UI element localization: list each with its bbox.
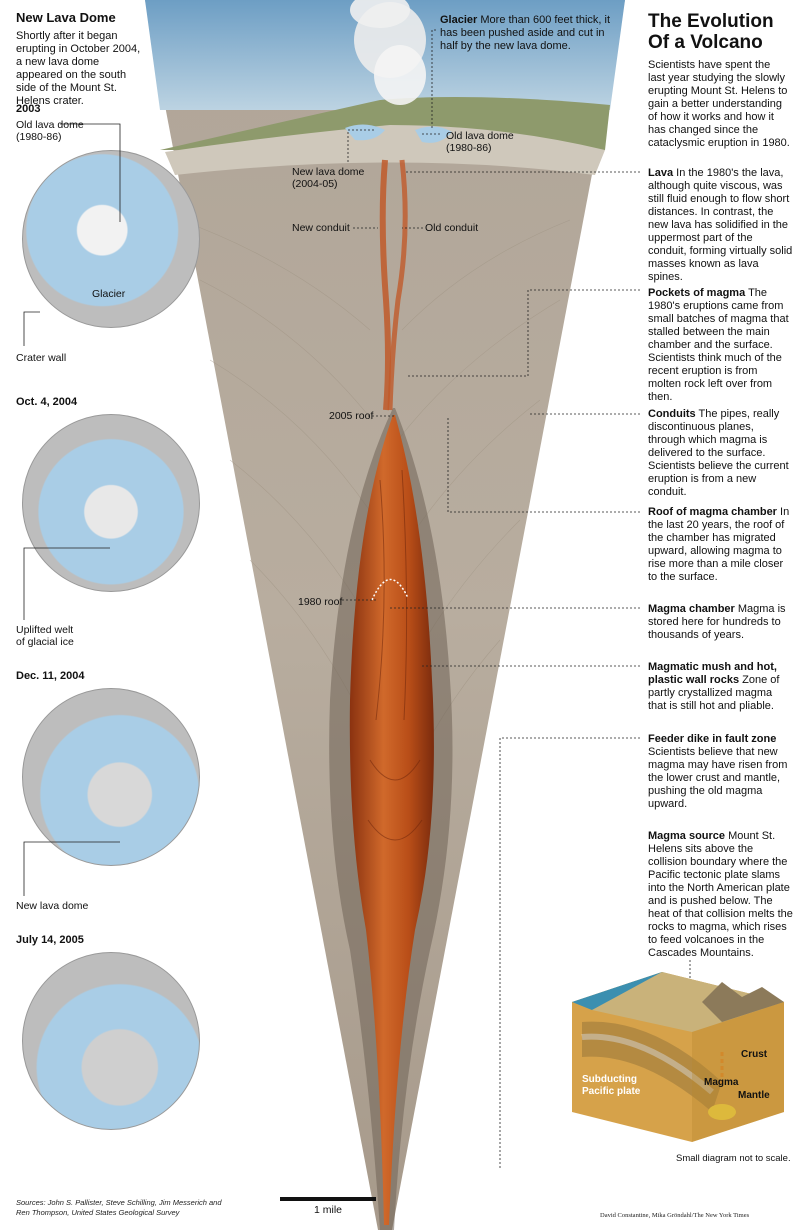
- left-leaders: [23, 123, 121, 896]
- note-pockets-head: Pockets of magma: [648, 287, 746, 299]
- inset-label-crust: Crust: [741, 1049, 768, 1060]
- label-uplifted-welt: Uplifted welt: [16, 624, 74, 636]
- center-old-conduit: Old conduit: [425, 222, 479, 234]
- note-source-head: Magma source: [648, 830, 726, 842]
- label-crater-wall: Crater wall: [16, 352, 67, 364]
- label-old-lava-dome-years: (1980-86): [16, 131, 62, 143]
- label-glacier: Glacier: [92, 288, 126, 300]
- note-roof: Roof of magma chamber In the last 20 yea…: [648, 506, 793, 584]
- center-new-conduit: New conduit: [292, 222, 350, 234]
- note-pockets-text: The 1980's eruptions came from small bat…: [648, 287, 789, 403]
- panel-date-jul-2005: July 14, 2005: [16, 934, 84, 946]
- label-new-lava-dome: New lava dome: [16, 900, 89, 912]
- inset-label-magma: Magma: [704, 1077, 739, 1088]
- inset-note: Small diagram not to scale.: [676, 1153, 791, 1164]
- note-mush-head: Magmatic mush and hot, plastic wall rock…: [648, 661, 777, 686]
- center-old-dome: Old lava dome: [446, 130, 514, 142]
- main-intro: Scientists have spent the last year stud…: [648, 59, 790, 149]
- sources-text: Sources: John S. Pallister, Steve Schill…: [16, 1198, 222, 1217]
- glacier-note: Glacier More than 600 feet thick, it has…: [440, 14, 610, 53]
- inset-label-plate-1: Subducting: [582, 1074, 637, 1085]
- crater-map-oct-2004: [22, 414, 200, 592]
- center-roof-1980: 1980 roof: [298, 596, 343, 608]
- inset-label-plate-2: Pacific plate: [582, 1086, 641, 1097]
- note-lava-head: Lava: [648, 167, 674, 179]
- lava-dome-heading: New Lava Dome: [16, 10, 116, 25]
- note-feeder-head: Feeder dike in fault zone: [648, 733, 777, 745]
- note-chamber-head: Magma chamber: [648, 603, 735, 615]
- note-source-text: Mount St. Helens sits above the collisio…: [648, 830, 793, 959]
- lava-dome-intro: Shortly after it began erupting in Octob…: [16, 30, 141, 107]
- center-old-dome-years: (1980-86): [446, 142, 492, 154]
- panel-date-2003: 2003: [16, 103, 41, 115]
- note-chamber-text: Magma is stored here for hundreds to tho…: [648, 603, 786, 641]
- note-pockets: Pockets of magma The 1980's eruptions ca…: [648, 287, 793, 404]
- note-lava: Lava In the 1980's the lava, although qu…: [648, 167, 793, 284]
- note-conduits-text: The pipes, really discontinuous planes, …: [648, 408, 789, 498]
- center-new-dome: New lava dome: [292, 166, 365, 178]
- main-title-line2: Of a Volcano: [648, 32, 763, 53]
- inset-label-mantle: Mantle: [738, 1090, 770, 1101]
- main-title-line1: The Evolution: [648, 11, 774, 32]
- note-source: Magma source Mount St. Helens sits above…: [648, 830, 793, 960]
- note-roof-text: In the last 20 years, the roof of the ch…: [648, 506, 790, 583]
- credit-line: David Constantine, Mika Gröndahl/The New…: [600, 1212, 750, 1219]
- note-chamber: Magma chamber Magma is stored here for h…: [648, 603, 793, 642]
- scale-bar: [280, 1197, 376, 1201]
- center-roof-2005: 2005 roof: [329, 410, 374, 422]
- volcano-cross-section: [145, 0, 625, 1230]
- note-roof-head: Roof of magma chamber: [648, 506, 777, 518]
- crater-map-dec-2004: [22, 688, 200, 866]
- note-mush-text: Zone of partly crystallized magma that i…: [648, 674, 780, 712]
- scale-bar-label: 1 mile: [314, 1204, 343, 1216]
- glacier-note-title: Glacier: [440, 14, 478, 26]
- panel-date-dec-2004: Dec. 11, 2004: [16, 670, 85, 682]
- note-feeder-text: Scientists believe that new magma may ha…: [648, 746, 788, 810]
- crater-map-2003: [22, 150, 200, 328]
- label-old-lava-dome: Old lava dome: [16, 119, 84, 131]
- note-conduits-head: Conduits: [648, 408, 696, 420]
- label-uplifted-welt-2: of glacial ice: [16, 636, 74, 648]
- note-lava-text: In the 1980's the lava, although quite v…: [648, 167, 793, 283]
- note-conduits: Conduits The pipes, really discontinuous…: [648, 408, 793, 499]
- crater-map-jul-2005: [22, 952, 200, 1130]
- tectonic-inset-diagram: [572, 972, 784, 1142]
- panel-date-oct-2004: Oct. 4, 2004: [16, 396, 78, 408]
- note-feeder: Feeder dike in fault zone Scientists bel…: [648, 733, 793, 811]
- glacier-note-text: More than 600 feet thick, it has been pu…: [440, 14, 611, 52]
- note-mush: Magmatic mush and hot, plastic wall rock…: [648, 661, 793, 713]
- center-new-dome-years: (2004-05): [292, 178, 338, 190]
